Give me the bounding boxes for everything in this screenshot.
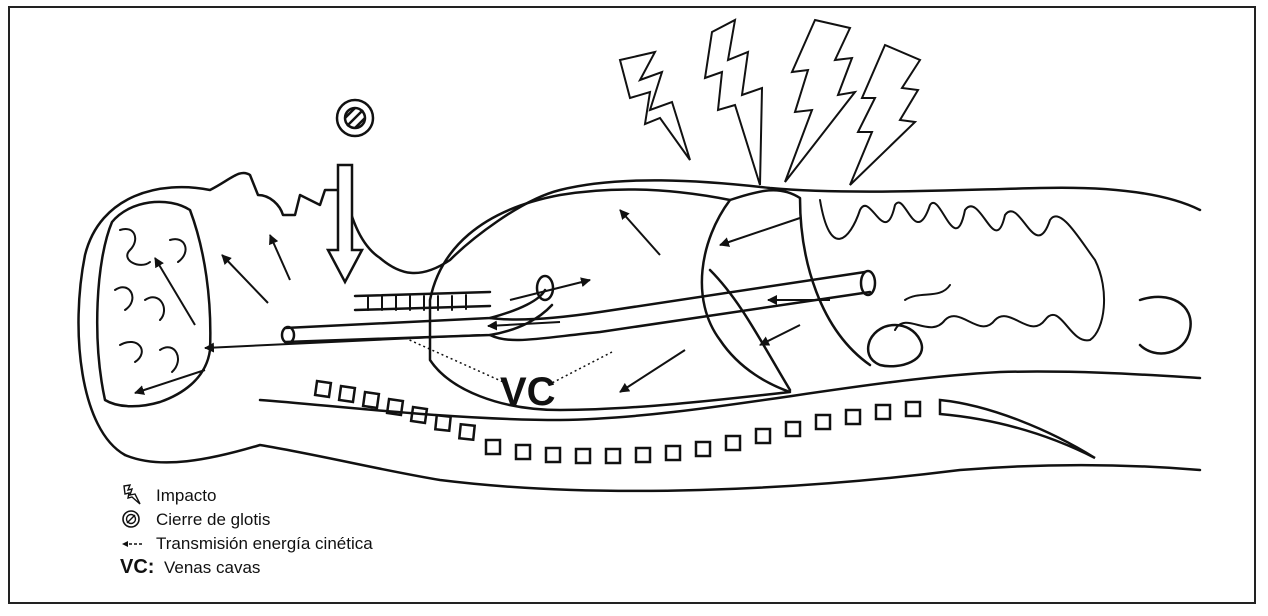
legend-label-impact: Impacto <box>156 486 216 506</box>
legend-key-vc: VC: <box>120 556 154 579</box>
intestines <box>820 200 1104 340</box>
arrow-icon <box>222 255 268 303</box>
arrow-icon <box>620 350 685 392</box>
brain-folds <box>115 229 186 372</box>
arrow-icon <box>205 335 480 348</box>
legend-item-impact: Impacto <box>120 484 580 508</box>
buttock <box>1140 297 1191 354</box>
arrow-icon <box>620 210 660 255</box>
legend-label-vc: Venas cavas <box>164 558 260 578</box>
kinetic-arrows <box>135 210 830 393</box>
trachea <box>355 292 490 310</box>
lightning-icon <box>850 45 920 185</box>
legend-item-energy: Transmisión energía cinética <box>120 532 580 556</box>
legend-item-glottis: Cierre de glotis <box>120 508 580 532</box>
glottis-closure-icon <box>120 508 146 530</box>
legend-item-vc: VC: Venas cavas <box>120 556 580 580</box>
vc-pointer-right <box>548 352 612 385</box>
vc-pointer-left <box>405 338 510 385</box>
lightning-icon <box>785 20 855 182</box>
glottis-closure-icon <box>337 100 373 136</box>
vena-cava-upper <box>285 290 552 342</box>
legend: Impacto Cierre de glotis Transmisión ene… <box>120 484 580 580</box>
vena-cava-tube-end-left <box>282 327 294 343</box>
bladder <box>868 325 922 366</box>
diaphragm <box>710 190 870 390</box>
lightning-icon <box>620 52 690 160</box>
lightning-icon <box>705 20 762 185</box>
skull <box>97 202 210 406</box>
arrow-icon <box>720 218 800 245</box>
impact-lightning-group <box>620 20 920 185</box>
body-outline-top <box>78 173 1200 455</box>
arrow-icon <box>120 532 146 554</box>
legend-label-energy: Transmisión energía cinética <box>156 534 373 554</box>
glottis-down-arrow <box>328 165 362 282</box>
arrow-icon <box>155 258 195 325</box>
legend-label-glottis: Cierre de glotis <box>156 510 270 530</box>
arrow-icon <box>760 325 800 345</box>
vc-label: VC <box>500 370 556 414</box>
arrow-icon <box>270 235 290 280</box>
vena-cava-tube-end-upper <box>537 276 553 300</box>
spine <box>315 381 1095 463</box>
lightning-icon <box>120 484 146 506</box>
